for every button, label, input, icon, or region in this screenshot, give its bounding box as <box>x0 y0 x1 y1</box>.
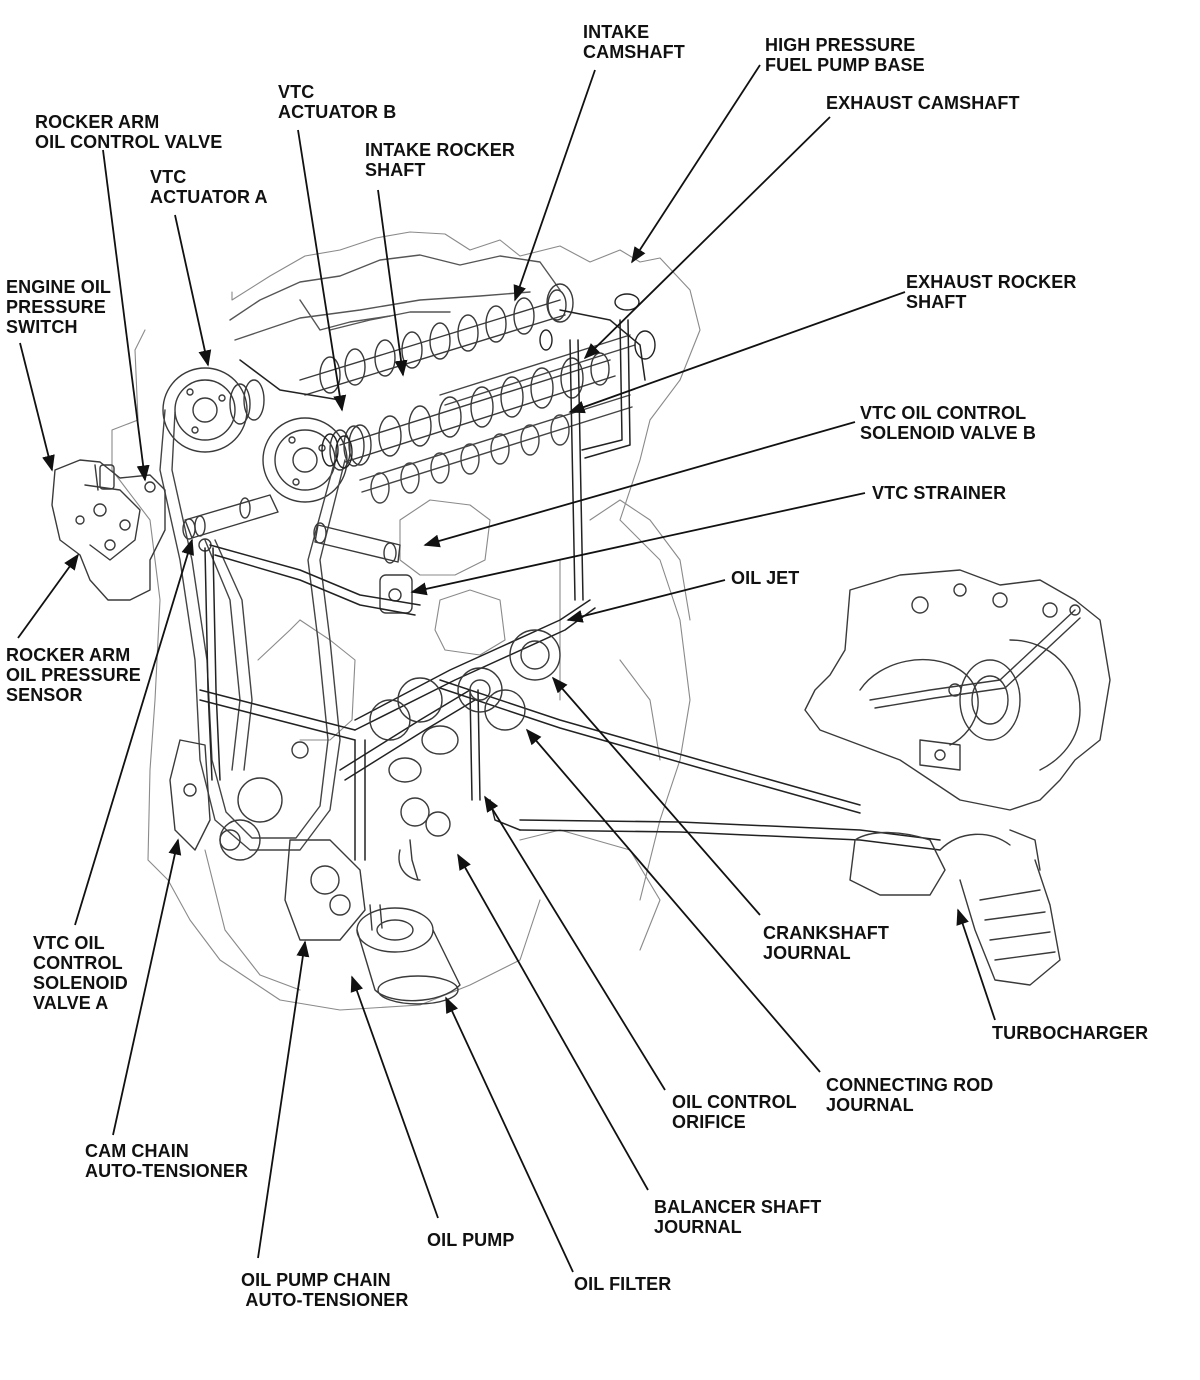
leader-exhaust-rocker-shaft <box>568 291 906 414</box>
leader-intake-camshaft <box>513 69 596 302</box>
label-oil-control-orifice: OIL CONTROL ORIFICE <box>672 1092 797 1132</box>
intake-camshaft-drawing <box>300 284 573 395</box>
label-connecting-rod-journal: CONNECTING ROD JOURNAL <box>826 1075 994 1115</box>
label-turbocharger: TURBOCHARGER <box>992 1023 1149 1043</box>
label-vtc-actuator-b: VTC ACTUATOR B <box>278 82 397 122</box>
label-rocker-arm-oil-pressure-sensor: ROCKER ARM OIL PRESSURE SENSOR <box>6 645 141 705</box>
leader-oil-pump <box>350 975 439 1219</box>
exhaust-camshaft-drawing <box>340 353 615 465</box>
leader-balancer-shaft-journal <box>457 853 649 1191</box>
leader-rocker-arm-ocv <box>102 149 150 482</box>
leader-crankshaft-journal <box>551 676 761 916</box>
engine-block-outline <box>112 232 700 1010</box>
leader-vtc-actuator-a <box>174 214 212 367</box>
label-exhaust-camshaft: EXHAUST CAMSHAFT <box>826 93 1020 113</box>
leader-engine-oil-pressure-switch <box>19 342 55 472</box>
leader-connecting-rod-journal <box>525 728 821 1073</box>
label-intake-camshaft: INTAKE CAMSHAFT <box>583 22 685 62</box>
leader-turbocharger <box>956 908 996 1021</box>
label-hp-fuel-pump-base: HIGH PRESSURE FUEL PUMP BASE <box>765 35 925 75</box>
o-rings <box>322 294 655 468</box>
crankshaft-drawing <box>220 630 560 880</box>
leader-oil-control-orifice <box>484 795 666 1091</box>
leader-rocker-arm-ops <box>17 553 79 639</box>
vtc-actuator-b-drawing <box>263 418 364 502</box>
leader-exhaust-camshaft <box>583 116 831 360</box>
label-vtc-ocsv-b: VTC OIL CONTROL SOLENOID VALVE B <box>860 403 1036 443</box>
oil-filter-drawing <box>357 905 460 1004</box>
vtc-actuator-a-drawing <box>163 368 264 452</box>
leader-oil-filter <box>445 996 574 1273</box>
leader-vtc-ocsv-b <box>423 421 856 548</box>
label-vtc-ocsv-a: VTC OIL CONTROL SOLENOID VALVE A <box>33 933 128 1013</box>
label-cam-chain-auto-tensioner: CAM CHAIN AUTO-TENSIONER <box>85 1141 249 1181</box>
label-oil-pump-chain-auto-tensioner: OIL PUMP CHAIN AUTO-TENSIONER <box>241 1270 409 1310</box>
label-intake-rocker-shaft: INTAKE ROCKER SHAFT <box>365 140 515 180</box>
label-rocker-arm-ocv: ROCKER ARM OIL CONTROL VALVE <box>35 112 223 152</box>
label-exhaust-rocker-shaft: EXHAUST ROCKER SHAFT <box>906 272 1077 312</box>
label-oil-jet: OIL JET <box>731 568 800 588</box>
oil-pump-drawing <box>170 740 365 940</box>
leader-intake-rocker-shaft <box>377 189 408 377</box>
leader-oil-pump-chain-auto-tensioner <box>257 940 310 1259</box>
label-oil-filter: OIL FILTER <box>574 1274 672 1294</box>
label-engine-oil-pressure-switch: ENGINE OIL PRESSURE SWITCH <box>6 277 112 337</box>
timing-chain-drawing <box>160 410 345 850</box>
turbocharger-drawing <box>805 570 1110 985</box>
oil-control-valve-housing <box>52 460 165 600</box>
leader-vtc-strainer <box>410 492 866 596</box>
leader-oil-jet <box>566 579 726 623</box>
label-vtc-actuator-a: VTC ACTUATOR A <box>150 167 268 207</box>
vtc-solenoid-valve-b-drawing <box>314 523 412 613</box>
vtc-solenoid-valve-a-drawing <box>183 495 278 551</box>
label-crankshaft-journal: CRANKSHAFT JOURNAL <box>763 923 889 963</box>
leader-vtc-actuator-b <box>297 129 347 412</box>
leader-cam-chain-auto-tensioner <box>112 838 182 1136</box>
leader-hp-fuel-pump-base <box>631 64 761 264</box>
label-oil-pump: OIL PUMP <box>427 1230 515 1250</box>
label-vtc-strainer: VTC STRAINER <box>872 483 1007 503</box>
label-balancer-shaft-journal: BALANCER SHAFT JOURNAL <box>654 1197 822 1237</box>
leader-vtc-ocsv-a <box>74 538 194 926</box>
oil-galleries <box>200 310 940 860</box>
cylinder-head <box>230 255 560 340</box>
